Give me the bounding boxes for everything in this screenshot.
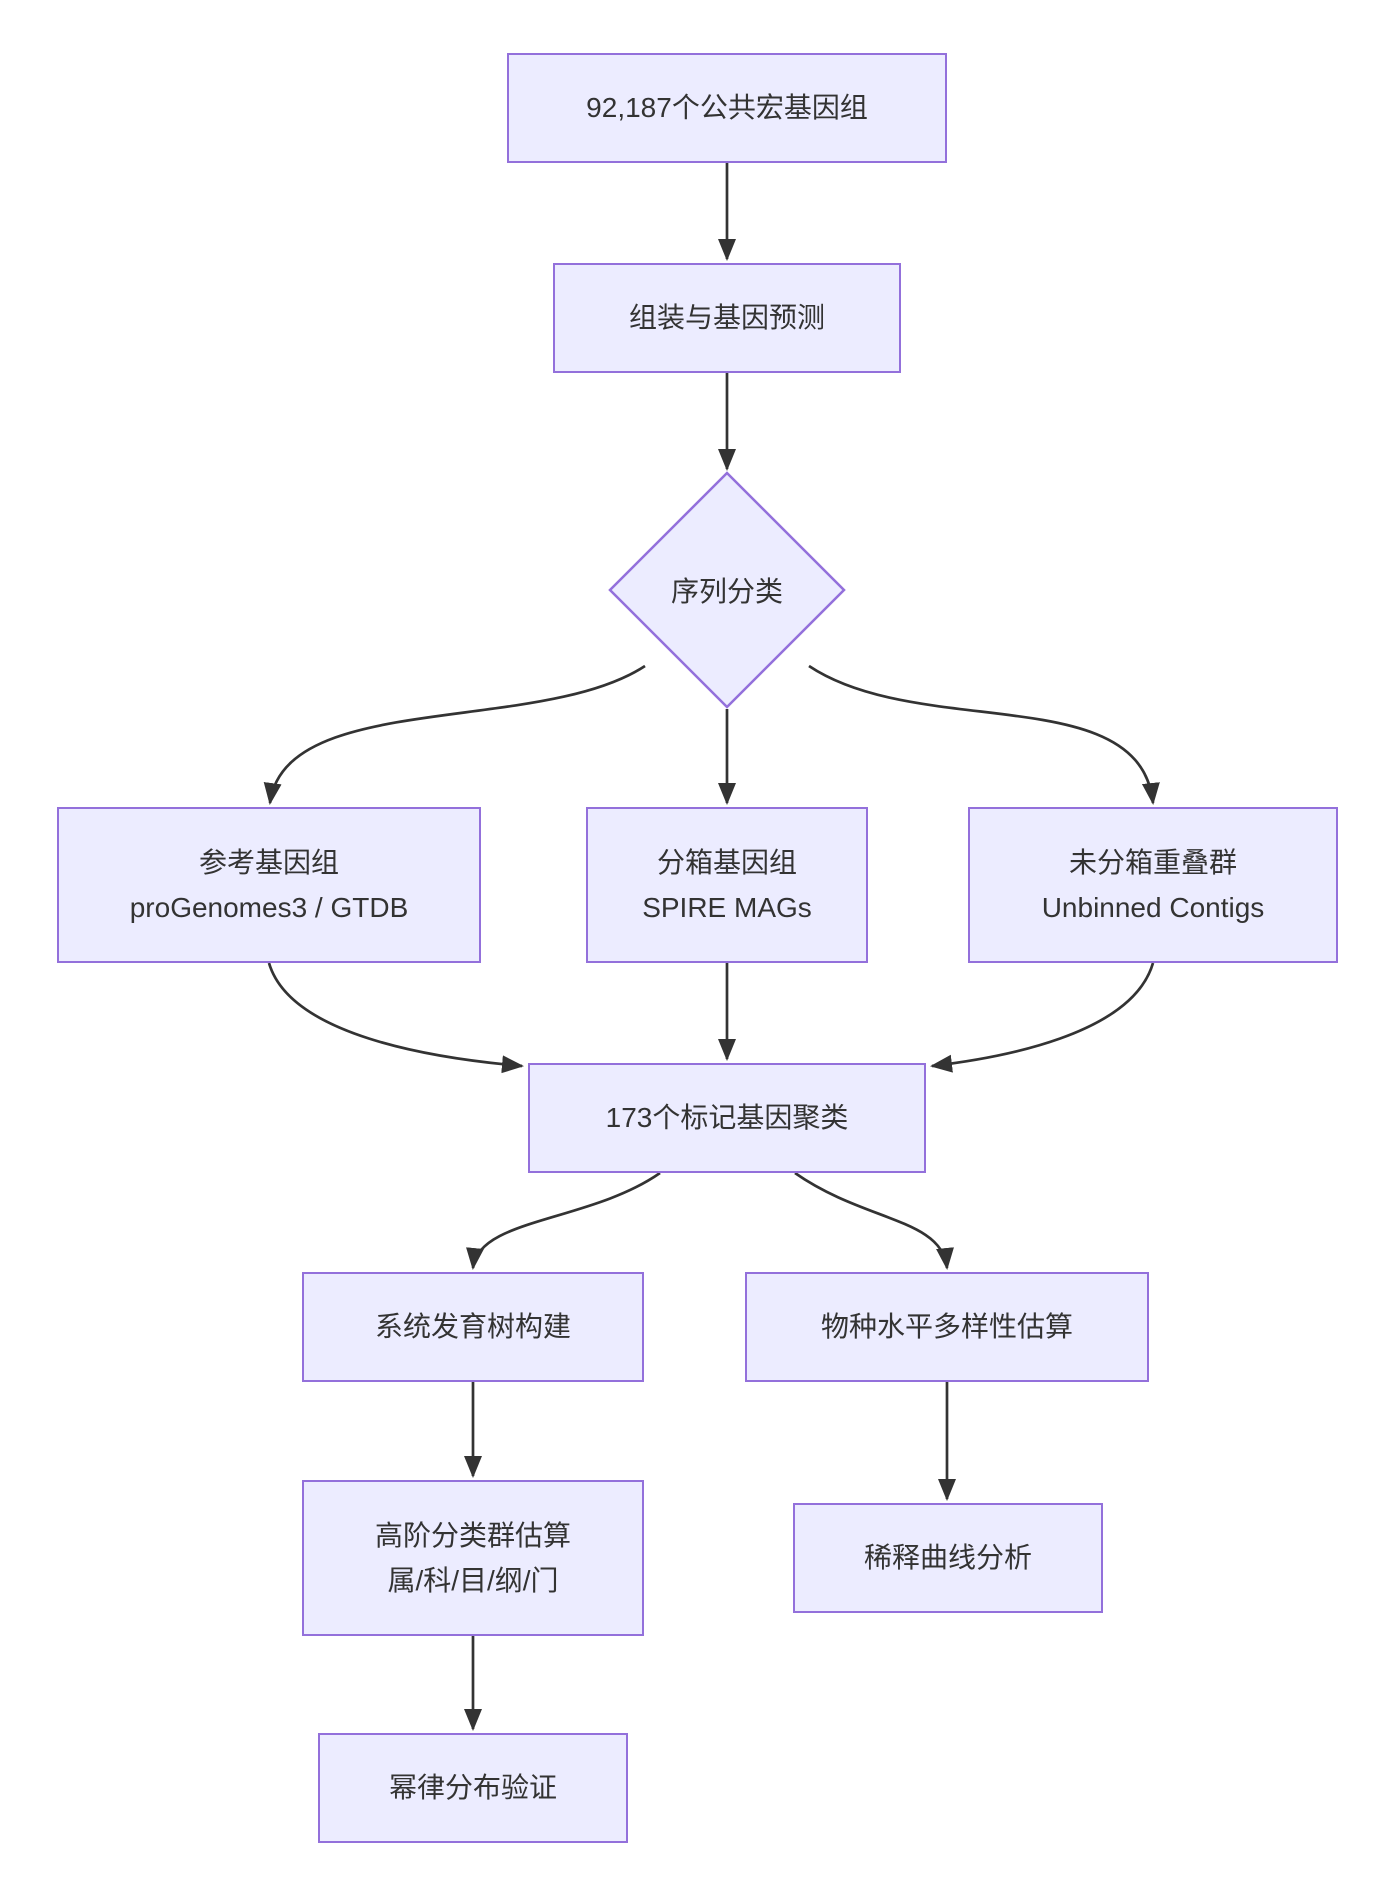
edge-reference-markers	[267, 962, 524, 1074]
node-assembly-gene-prediction: 组装与基因预测	[553, 263, 901, 373]
node-reference-genomes-line1: 参考基因组	[198, 846, 339, 878]
node-marker-gene-clusters-label: 173个标记基因聚类	[605, 1102, 849, 1134]
node-unbinned-contigs-line2: Unbinned Contigs	[1041, 892, 1265, 923]
node-sequence-classification-label: 序列分类	[670, 576, 783, 607]
node-reference-genomes: 参考基因组 proGenomes3 / GTDB	[57, 807, 481, 963]
node-species-diversity: 物种水平多样性估算	[745, 1272, 1149, 1382]
edge-classification-reference	[263, 664, 646, 805]
node-public-metagenomes: 92,187个公共宏基因组	[507, 53, 947, 163]
node-rarefaction-curve: 稀释曲线分析	[793, 1503, 1103, 1613]
node-unbinned-contigs-line1: 未分箱重叠群	[1068, 846, 1237, 878]
node-binned-genomes-line2: SPIRE MAGs	[642, 892, 812, 923]
decision-diamond-shape	[608, 471, 846, 709]
node-higher-taxa: 高阶分类群估算 属/科/目/纲/门	[302, 1480, 644, 1636]
node-unbinned-contigs: 未分箱重叠群 Unbinned Contigs	[968, 807, 1338, 963]
node-marker-gene-clusters: 173个标记基因聚类	[528, 1063, 926, 1173]
node-rarefaction-curve-label: 稀释曲线分析	[863, 1542, 1032, 1574]
node-higher-taxa-line2: 属/科/目/纲/门	[387, 1565, 559, 1596]
node-higher-taxa-line1: 高阶分类群估算	[374, 1519, 571, 1551]
node-binned-genomes: 分箱基因组 SPIRE MAGs	[586, 807, 868, 963]
node-power-law: 幂律分布验证	[318, 1733, 628, 1843]
edge-unbinned-markers	[930, 962, 1155, 1073]
edge-classification-unbinned	[808, 664, 1160, 805]
node-sequence-classification: 序列分类	[610, 473, 844, 707]
node-public-metagenomes-label: 92,187个公共宏基因组	[586, 92, 868, 124]
node-assembly-gene-prediction-label: 组装与基因预测	[628, 302, 825, 334]
node-phylogenetic-tree-label: 系统发育树构建	[374, 1311, 571, 1343]
node-species-diversity-label: 物种水平多样性估算	[820, 1311, 1073, 1343]
node-power-law-label: 幂律分布验证	[388, 1772, 557, 1804]
edge-markers-phylo	[466, 1171, 661, 1270]
edge-markers-diversity	[794, 1171, 954, 1270]
node-phylogenetic-tree: 系统发育树构建	[302, 1272, 644, 1382]
node-binned-genomes-line1: 分箱基因组	[656, 846, 797, 878]
node-reference-genomes-line2: proGenomes3 / GTDB	[129, 892, 409, 923]
